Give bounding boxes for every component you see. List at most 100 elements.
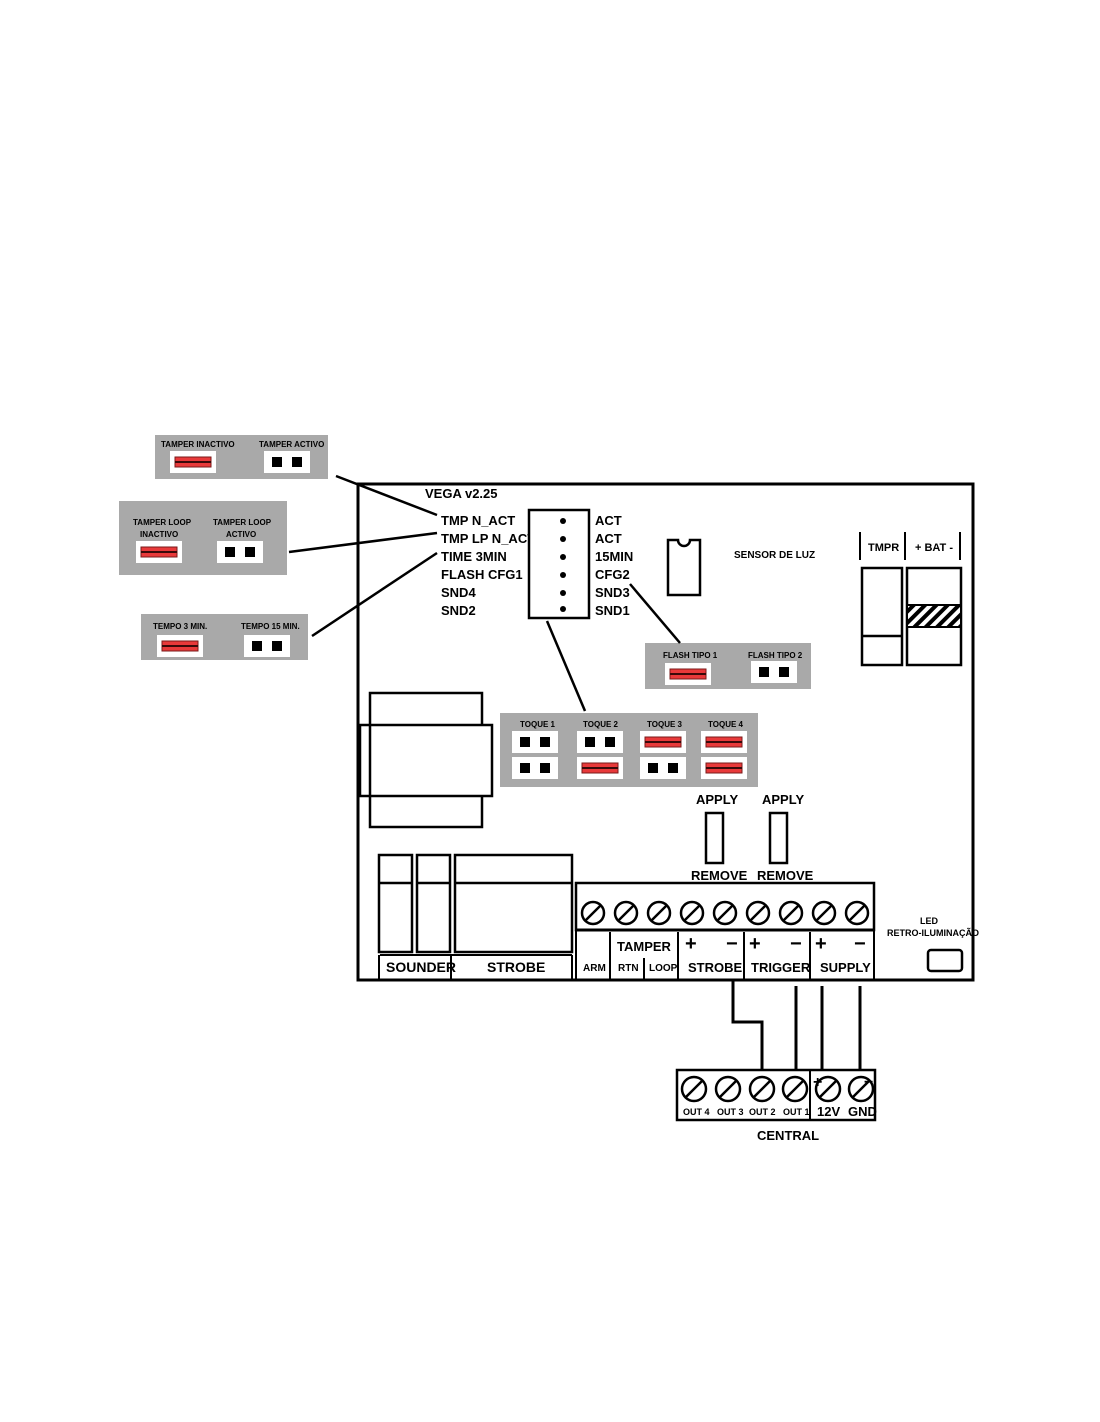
jumper-toque-3-top xyxy=(640,731,686,753)
jumper-toque-1-top xyxy=(512,731,558,753)
supply-plus: + xyxy=(815,933,827,955)
central-out-1: OUT 1 xyxy=(783,1107,810,1117)
jumper-toque-4-top xyxy=(701,731,747,753)
config-label-15min: 15MIN xyxy=(595,549,633,564)
led-label: LED xyxy=(920,916,939,926)
panel-label-tamper-activo: TAMPER ACTIVO xyxy=(259,440,324,449)
jumper-tempo-15 xyxy=(244,635,290,657)
central-minus: − xyxy=(864,1074,873,1091)
jumper-illustrations xyxy=(136,451,797,779)
terminal-label-rtn: RTN xyxy=(618,963,639,974)
leader-lines xyxy=(288,474,681,712)
jumper-toque-4-bottom xyxy=(701,757,747,779)
apply-label-1: APPLY xyxy=(696,792,738,807)
strobe-plus: + xyxy=(685,933,697,955)
panel-label-tamper-inactivo: TAMPER INACTIVO xyxy=(161,440,235,449)
config-label-act-1: ACT xyxy=(595,513,622,528)
terminal-screws xyxy=(580,900,870,926)
panel-label-tamper-loop-inactivo-2: INACTIVO xyxy=(140,530,178,539)
sounder-connector xyxy=(377,853,452,954)
sounder-label: SOUNDER xyxy=(386,959,456,975)
terminal-screw-3 xyxy=(646,900,672,926)
central-out-4: OUT 4 xyxy=(683,1107,710,1117)
terminal-screw-5 xyxy=(712,900,738,926)
central-out-2: OUT 2 xyxy=(749,1107,776,1117)
jumper-tamper-activo xyxy=(264,451,310,473)
central-out-3: OUT 3 xyxy=(717,1107,744,1117)
panel-label-tamper-loop-activo: TAMPER LOOP xyxy=(213,518,272,527)
terminal-label-tamper: TAMPER xyxy=(617,939,672,954)
jumper-header xyxy=(527,508,591,620)
central-plus: + xyxy=(813,1074,822,1091)
config-label-snd2: SND2 xyxy=(441,603,476,618)
board-title: VEGA v2.25 xyxy=(425,486,498,501)
remove-label-1: REMOVE xyxy=(691,868,748,883)
central-screw-5 xyxy=(814,1075,842,1103)
terminal-screw-1 xyxy=(580,900,606,926)
config-label-snd3: SND3 xyxy=(595,585,630,600)
apply-remove-switch-1 xyxy=(704,811,725,865)
panel-label-toque-1: TOQUE 1 xyxy=(520,720,556,729)
terminal-label-arm: ARM xyxy=(583,963,606,974)
terminal-screw-4 xyxy=(679,900,705,926)
terminal-label-trigger: TRIGGER xyxy=(751,960,811,975)
led-label-2: RETRO-ILUMINAÇÃO xyxy=(887,928,979,938)
jumper-toque-2-top xyxy=(577,731,623,753)
central-screw-6 xyxy=(847,1075,875,1103)
config-label-tmp-lp-n-act: TMP LP N_ACT xyxy=(441,531,535,546)
terminal-screw-8 xyxy=(811,900,837,926)
terminal-screw-9 xyxy=(844,900,870,926)
panel-label-flash-1: FLASH TIPO 1 xyxy=(663,651,718,660)
light-sensor-label: SENSOR DE LUZ xyxy=(734,550,815,561)
config-label-snd1: SND1 xyxy=(595,603,630,618)
apply-remove-switch-2 xyxy=(768,811,789,865)
panel-label-tamper-loop-inactivo: TAMPER LOOP xyxy=(133,518,192,527)
jumper-header-pins xyxy=(560,518,566,612)
jumper-toque-1-bottom xyxy=(512,757,558,779)
trigger-minus: − xyxy=(790,933,802,955)
battery-hatch xyxy=(906,604,962,628)
tamper-switch xyxy=(860,566,904,667)
transformer xyxy=(358,691,494,829)
config-label-cfg2: CFG2 xyxy=(595,567,630,582)
config-labels-left: TMP N_ACT TMP LP N_ACT TIME 3MIN FLASH C… xyxy=(441,513,535,618)
light-sensor-chip xyxy=(666,538,702,597)
central-screw-4 xyxy=(781,1075,809,1103)
terminal-screw-6 xyxy=(745,900,771,926)
central-title: CENTRAL xyxy=(757,1128,819,1143)
panel-label-toque-3: TOQUE 3 xyxy=(647,720,683,729)
jumper-tamper-inactivo xyxy=(170,451,216,473)
central-screw-1 xyxy=(680,1075,708,1103)
remove-label-2: REMOVE xyxy=(757,868,814,883)
panel-label-toque-2: TOQUE 2 xyxy=(583,720,619,729)
strobe-connector xyxy=(453,853,574,954)
config-label-tmp-n-act: TMP N_ACT xyxy=(441,513,515,528)
panel-label-tempo-15: TEMPO 15 MIN. xyxy=(241,622,300,631)
supply-minus: − xyxy=(854,933,866,955)
central-gnd: GND xyxy=(848,1104,877,1119)
central-terminal-block xyxy=(675,1068,877,1122)
jumper-flash-2 xyxy=(751,661,797,683)
jumper-flash-1 xyxy=(665,663,711,685)
strobe-minus: − xyxy=(726,933,738,955)
battery-label: + BAT - xyxy=(915,542,953,554)
panel-label-flash-2: FLASH TIPO 2 xyxy=(748,651,803,660)
terminal-screw-7 xyxy=(778,900,804,926)
terminal-screw-2 xyxy=(613,900,639,926)
jumper-toque-3-bottom xyxy=(640,757,686,779)
tmpr-label: TMPR xyxy=(868,542,899,554)
central-12v: 12V xyxy=(817,1104,840,1119)
config-label-act-2: ACT xyxy=(595,531,622,546)
config-label-flash-cfg1: FLASH CFG1 xyxy=(441,567,523,582)
config-label-snd4: SND4 xyxy=(441,585,476,600)
central-screw-2 xyxy=(714,1075,742,1103)
apply-label-2: APPLY xyxy=(762,792,804,807)
led-backlight xyxy=(926,948,964,973)
trigger-plus: + xyxy=(749,933,761,955)
panel-label-toque-4: TOQUE 4 xyxy=(708,720,744,729)
panel-label-tamper-loop-activo-2: ACTIVO xyxy=(226,530,256,539)
terminal-label-loop: LOOP xyxy=(649,963,678,974)
panel-label-tempo-3: TEMPO 3 MIN. xyxy=(153,622,207,631)
wiring xyxy=(731,980,862,1073)
